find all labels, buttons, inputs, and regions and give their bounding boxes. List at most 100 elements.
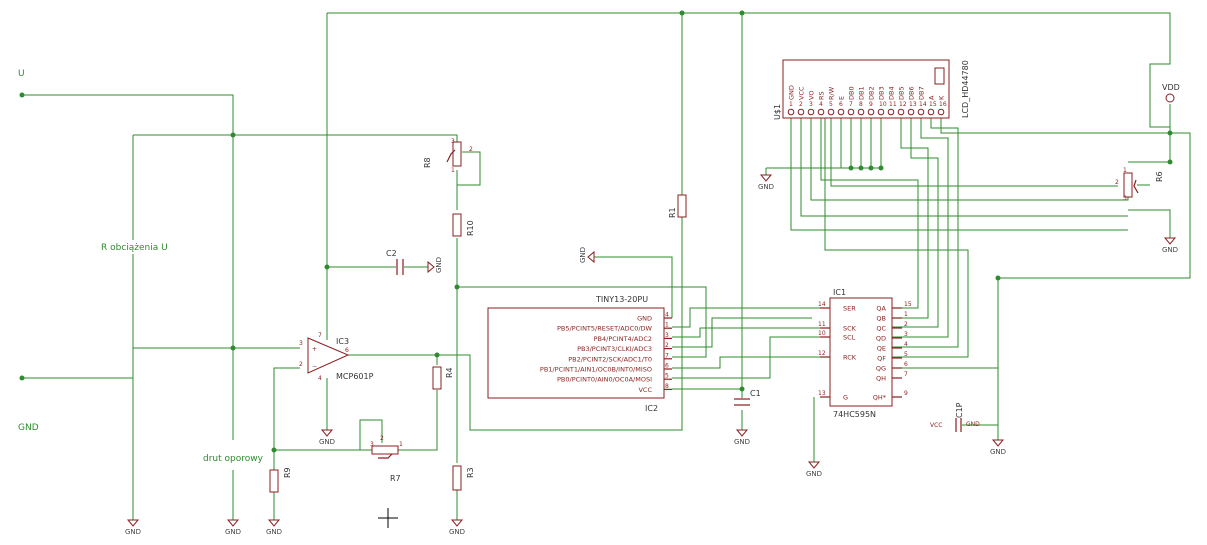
ic2-pin-number: 5 — [665, 373, 669, 380]
r1-resistor: R1 — [668, 194, 687, 218]
ic3-label: IC3 — [336, 337, 349, 346]
ic2-pin-number: 8 — [665, 383, 669, 390]
ic2-pin-name: PB3/PCINT3/CLKI/ADC3 — [577, 345, 652, 353]
lcd-pin-name: RS — [818, 91, 826, 100]
lcd-pin-name: R/W — [828, 86, 836, 100]
svg-text:3: 3 — [451, 138, 455, 145]
c2-capacitor: C2 — [386, 249, 404, 275]
ic1-right-pin-name: QC — [876, 325, 886, 333]
svg-text:GND: GND — [966, 421, 980, 428]
ground-icon — [759, 174, 773, 182]
ic1-left-pin-number: 11 — [818, 321, 826, 328]
lcd-pin-pad — [867, 108, 875, 116]
lcd-pin-name: DB5 — [898, 86, 906, 100]
c1-label: C1 — [750, 389, 761, 398]
net-label-gnd-input: GND — [18, 423, 39, 433]
lcd-pin-number: 12 — [899, 101, 907, 108]
ground-icon — [226, 519, 240, 527]
lcd-pin-number: 11 — [889, 101, 897, 108]
ground-icon — [320, 429, 334, 437]
lcd-pin-number: 10 — [879, 101, 887, 108]
lcd-pin-name: DB2 — [868, 86, 876, 100]
lcd-pin-pad — [917, 108, 925, 116]
r10-label: R10 — [466, 220, 475, 236]
c1-capacitor: C1 — [734, 389, 761, 406]
svg-text:3: 3 — [1123, 195, 1127, 202]
lcd-pin-pad — [907, 108, 915, 116]
lcd-pin-name: VO — [808, 91, 816, 100]
r3-label: R3 — [466, 467, 475, 478]
ic1-right-pin-name: QG — [876, 365, 886, 373]
c1p-capacitor: C1P VCC GND — [930, 402, 980, 432]
lcd-pin-pad — [797, 108, 805, 116]
lcd-name: U$1 — [773, 104, 782, 120]
lcd-pin-pad — [877, 108, 885, 116]
r4-resistor: R4 — [432, 366, 454, 390]
ic2-value: TINY13-20PU — [595, 295, 648, 304]
lcd-pin-name: E — [838, 96, 846, 100]
lcd-pin-name: DB7 — [918, 86, 926, 100]
ground-label: GND — [449, 528, 465, 536]
ic3-opamp: + − 3 2 6 7 4 IC3 MCP601P — [299, 332, 374, 382]
ic1-left-pin-name: SER — [843, 305, 856, 313]
r9-resistor: R9 — [269, 467, 292, 493]
lcd-pin-pad — [887, 108, 895, 116]
ground-label: GND — [435, 257, 443, 273]
ground-label: GND — [990, 448, 1006, 456]
lcd-pin-pad — [807, 108, 815, 116]
lcd-pin-pad — [927, 108, 935, 116]
svg-text:2: 2 — [299, 361, 303, 368]
ground-icon — [427, 260, 435, 274]
ground-label: GND — [806, 470, 822, 478]
lcd-pin-pad — [837, 108, 845, 116]
ic1-left-pin-name: G — [843, 394, 848, 402]
svg-text:3: 3 — [370, 441, 374, 448]
ic2-pin-name: PB5/PCINT5/RESET/ADC0/DW — [557, 325, 653, 333]
svg-text:4: 4 — [318, 375, 322, 382]
ic2-pin-number: 4 — [665, 312, 669, 319]
svg-text:3: 3 — [299, 340, 303, 347]
ic2-pin-name: VCC — [638, 386, 652, 394]
lcd-pin-name: GND — [788, 85, 796, 100]
ground-icon — [126, 519, 140, 527]
ic1-value: 74HC595N — [833, 410, 876, 419]
vdd-label: VDD — [1162, 83, 1180, 92]
r6-label: R6 — [1155, 171, 1164, 182]
svg-text:+: + — [312, 346, 317, 353]
lcd-pin-name: A — [928, 95, 936, 100]
svg-text:6: 6 — [345, 347, 349, 354]
ic1-right-pin-name: QH — [876, 375, 886, 383]
svg-text:1: 1 — [451, 167, 455, 174]
lcd-pin-pad — [817, 108, 825, 116]
c2-label: C2 — [386, 249, 397, 258]
ground-icon — [735, 429, 749, 437]
crosshair-cursor-icon — [378, 508, 398, 528]
r6-potentiometer: 2 3 1 R6 — [1115, 167, 1164, 202]
ic1-right-pin-number: 6 — [904, 361, 908, 368]
r8-potentiometer: R8 3 2 1 — [423, 138, 473, 174]
lcd-pin-number: 2 — [799, 101, 803, 108]
lcd-pin-pad — [937, 108, 945, 116]
r10-resistor: R10 — [452, 213, 475, 237]
lcd-pin-pad — [847, 108, 855, 116]
lcd-hd44780: U$1 LCD_HD44780 GND1VCC2VO3RS4R/W5E6DB07… — [773, 59, 970, 120]
lcd-pin-number: 13 — [909, 101, 917, 108]
lcd-pin-pad — [897, 108, 905, 116]
lcd-pin-pad — [787, 108, 795, 116]
ic2-label: IC2 — [645, 404, 658, 413]
lcd-pin-name: K — [938, 95, 946, 100]
vdd-supply: VDD — [1162, 83, 1180, 103]
lcd-pin-number: 7 — [849, 101, 853, 108]
ic1-left-pin-number: 12 — [818, 350, 826, 357]
ic2-pin-number: 2 — [665, 342, 669, 349]
lcd-pin-number: 9 — [869, 101, 873, 108]
ground-label: GND — [225, 528, 241, 536]
ic1-right-pin-name: QH* — [873, 394, 887, 402]
lcd-value: LCD_HD44780 — [961, 60, 970, 118]
ic1-left-pin-name: SCL — [843, 334, 856, 342]
ic2-pin-number: 7 — [665, 352, 669, 359]
